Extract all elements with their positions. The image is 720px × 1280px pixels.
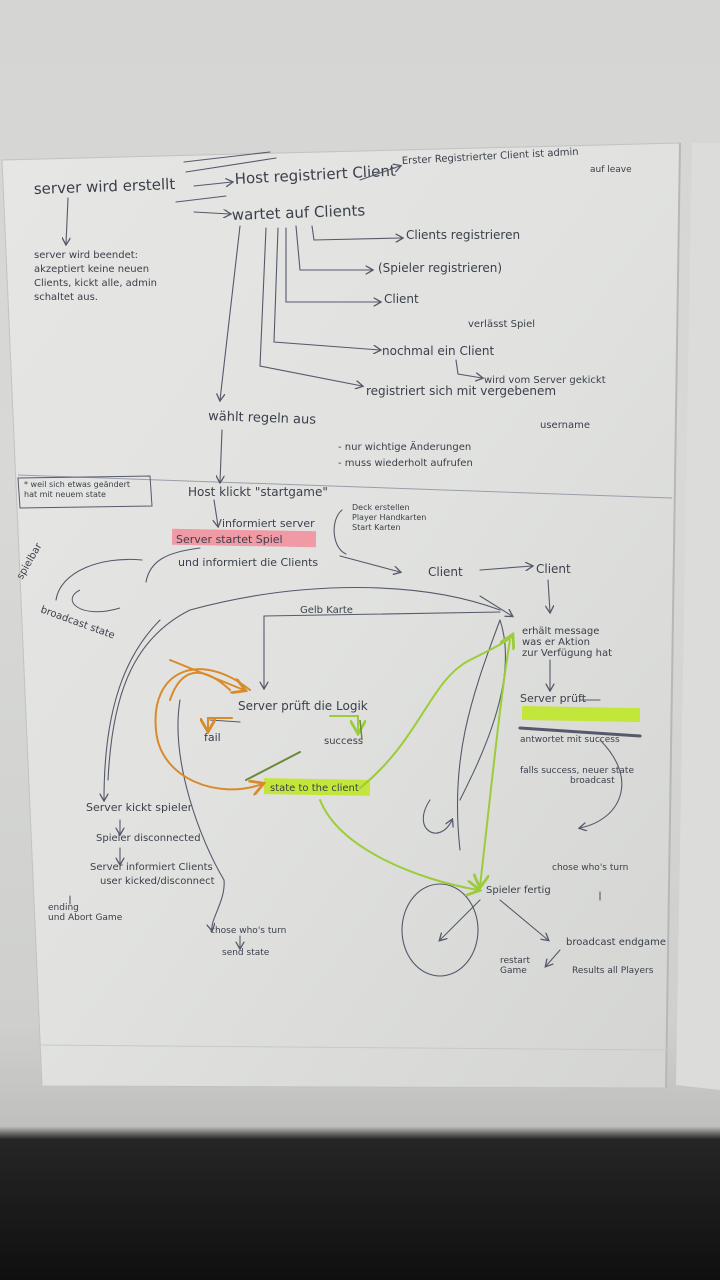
svg-text:Clients, kickt alle, admin: Clients, kickt alle, admin [34, 278, 157, 289]
svg-text:und Abort Game: und Abort Game [48, 913, 123, 923]
svg-text:user kicked/disconnect: user kicked/disconnect [100, 876, 215, 887]
svg-text:Client: Client [384, 292, 419, 306]
svg-text:registriert sich mit vergebene: registriert sich mit vergebenem [366, 384, 556, 398]
svg-text:ending: ending [48, 903, 79, 913]
note-clients-register: Clients registrieren [406, 228, 520, 242]
note-broadcast-endgame: broadcast endgame [566, 937, 666, 948]
note-client: Client [536, 562, 571, 576]
note-players-register: (Spieler registrieren) [378, 261, 502, 275]
svg-text:falls success, neuer state: falls success, neuer state [520, 766, 634, 776]
note-server-checks: Server prüft die Logik [238, 699, 368, 713]
svg-text:auf leave: auf leave [590, 165, 632, 175]
svg-text:erhält message: erhält message [522, 626, 599, 637]
note-server-starts: Server startet Spiel [176, 533, 283, 546]
note-player-ready: Spieler fertig [486, 885, 551, 896]
note-kicked: wird vom Server gekickt [484, 375, 606, 386]
svg-text:akzeptiert keine neuen: akzeptiert keine neuen [34, 264, 149, 275]
svg-text:nochmal ein Client: nochmal ein Client [382, 344, 495, 358]
green-highlight [521, 705, 641, 723]
svg-text:restart: restart [500, 956, 530, 966]
note-server-created: server wird erstellt [34, 175, 176, 198]
note-server-kicks: Server kickt spieler [86, 801, 193, 814]
svg-text:Spieler disconnected: Spieler disconnected [96, 833, 201, 844]
svg-text:- nur wichtige Änderungen: - nur wichtige Änderungen [338, 440, 471, 453]
svg-text:Start Karten: Start Karten [352, 523, 401, 532]
svg-text:username: username [540, 420, 590, 431]
svg-text:* weil sich etwas geändert: * weil sich etwas geändert [24, 480, 130, 489]
svg-text:Results all Players: Results all Players [572, 966, 654, 976]
note-informs-clients: und informiert die Clients [178, 556, 318, 569]
note-informs-server: informiert server [222, 517, 315, 530]
svg-text:Deck erstellen: Deck erstellen [352, 503, 410, 512]
note-client-leaves: verlässt Spiel [468, 319, 535, 330]
svg-text:Gelb Karte: Gelb Karte [300, 605, 353, 616]
svg-text:schaltet aus.: schaltet aus. [34, 292, 98, 303]
svg-text:hat mit neuem state: hat mit neuem state [24, 490, 106, 499]
svg-text:server wird beendet:: server wird beendet: [34, 250, 138, 261]
note-waits: wartet auf Clients [232, 201, 366, 224]
note-host-starts: Host klickt "startgame" [188, 485, 328, 499]
svg-text:send state: send state [222, 948, 270, 958]
note-client: Client [428, 565, 463, 579]
note-fail: fail [204, 731, 221, 744]
svg-text:Server informiert Clients: Server informiert Clients [90, 862, 213, 873]
svg-text:Game: Game [500, 966, 527, 976]
red-highlight [171, 528, 317, 548]
svg-text:zur Verfügung hat: zur Verfügung hat [522, 648, 612, 659]
svg-text:antwortet mit success: antwortet mit success [520, 735, 620, 745]
svg-text:chose who's turn: chose who's turn [210, 926, 286, 936]
note-success: success [324, 736, 363, 747]
svg-text:Player Handkarten: Player Handkarten [352, 513, 426, 522]
svg-text:broadcast: broadcast [570, 776, 615, 786]
svg-text:Server prüft: Server prüft [520, 692, 587, 705]
svg-text:chose who's turn: chose who's turn [552, 863, 628, 873]
svg-text:was er Aktion: was er Aktion [522, 637, 590, 648]
note-state-to-client: state to the client [270, 783, 359, 794]
green-highlight [263, 778, 371, 796]
svg-text:- muss wiederholt aufrufen: - muss wiederholt aufrufen [338, 458, 473, 469]
note-chooses-rules: wählt regeln aus [208, 409, 317, 428]
second-paper-edge [676, 143, 720, 1090]
